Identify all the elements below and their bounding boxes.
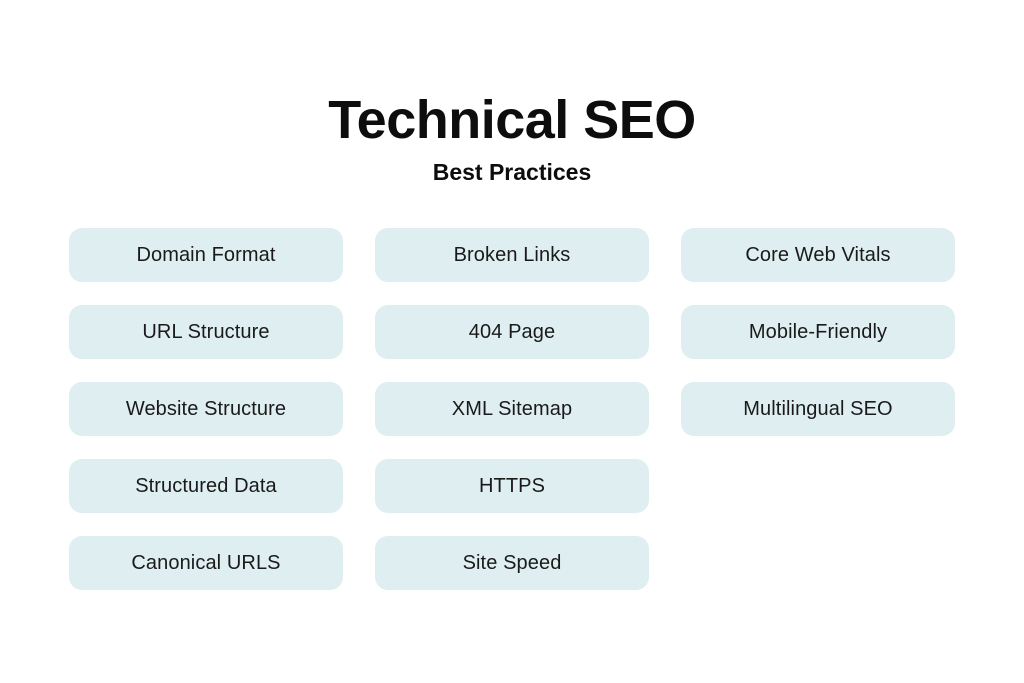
pill-core-web-vitals[interactable]: Core Web Vitals [681, 228, 955, 282]
pill-broken-links[interactable]: Broken Links [375, 228, 649, 282]
pill-column-1: Domain Format URL Structure Website Stru… [69, 228, 343, 590]
pill-canonical-urls[interactable]: Canonical URLS [69, 536, 343, 590]
pill-website-structure[interactable]: Website Structure [69, 382, 343, 436]
pill-label: Domain Format [136, 244, 276, 266]
pill-label: Broken Links [453, 244, 571, 266]
pill-label: Core Web Vitals [745, 244, 891, 266]
pill-site-speed[interactable]: Site Speed [375, 536, 649, 590]
pill-xml-sitemap[interactable]: XML Sitemap [375, 382, 649, 436]
pill-label: XML Sitemap [451, 398, 573, 420]
pill-column-2: Broken Links 404 Page XML Sitemap HTTPS … [375, 228, 649, 590]
pill-domain-format[interactable]: Domain Format [69, 228, 343, 282]
page-subtitle: Best Practices [432, 159, 592, 186]
pill-label: 404 Page [468, 321, 556, 343]
pill-url-structure[interactable]: URL Structure [69, 305, 343, 359]
pill-label: URL Structure [142, 321, 270, 343]
pill-structured-data[interactable]: Structured Data [69, 459, 343, 513]
pill-404-page[interactable]: 404 Page [375, 305, 649, 359]
pill-label: Canonical URLS [131, 552, 281, 574]
pill-columns: Domain Format URL Structure Website Stru… [69, 228, 955, 590]
page-title: Technical SEO [328, 90, 696, 150]
pill-label: Mobile-Friendly [748, 321, 888, 343]
pill-label: Multilingual SEO [743, 398, 893, 420]
pill-label: Website Structure [125, 398, 287, 420]
pill-label: Structured Data [135, 475, 277, 497]
pill-mobile-friendly[interactable]: Mobile-Friendly [681, 305, 955, 359]
pill-multilingual-seo[interactable]: Multilingual SEO [681, 382, 955, 436]
pill-label: HTTPS [478, 475, 546, 497]
pill-https[interactable]: HTTPS [375, 459, 649, 513]
pill-column-3: Core Web Vitals Mobile-Friendly Multilin… [681, 228, 955, 436]
heading-block: Technical SEO Best Practices [0, 92, 1024, 185]
pill-label: Site Speed [462, 552, 562, 574]
